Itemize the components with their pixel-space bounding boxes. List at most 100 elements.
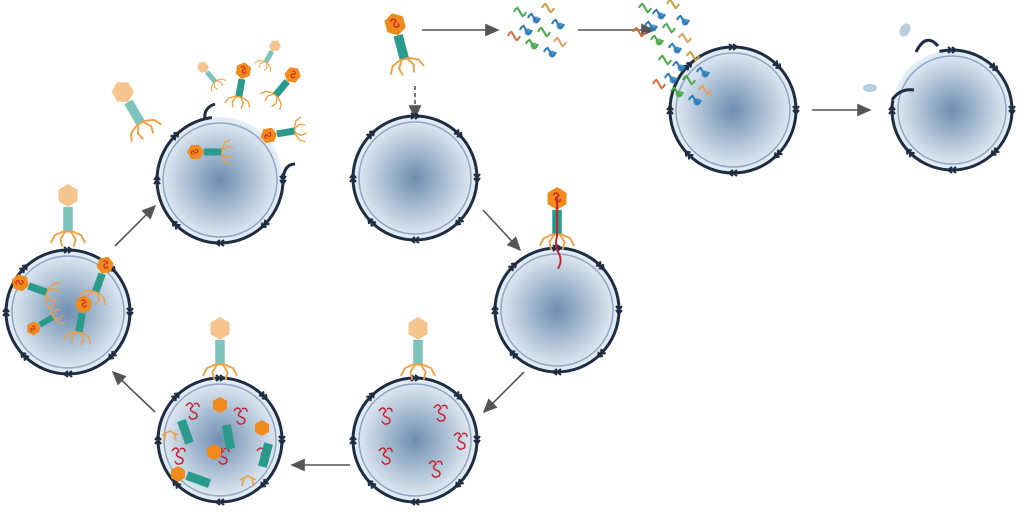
viral-dna-icon	[233, 407, 248, 425]
wall-receptor-icon	[683, 61, 693, 71]
wall-receptor-icon	[367, 479, 377, 489]
wall-receptor-icon	[453, 129, 463, 139]
phage-tail	[27, 282, 49, 297]
phage-ghost-burst	[111, 82, 162, 142]
ruptured-wall-fragment	[890, 88, 915, 101]
phage-head-icon	[255, 420, 269, 436]
phage-tail	[215, 339, 225, 365]
wall-receptor-icon	[215, 374, 226, 382]
arrow-icon	[111, 370, 156, 413]
enzyme-strand	[678, 32, 692, 44]
enzyme-domain	[532, 16, 540, 24]
progeny-phage	[63, 295, 92, 346]
phage-tail-fibers-icon	[239, 475, 257, 487]
wall-receptor-icon	[454, 216, 464, 226]
wall-receptor-icon	[615, 305, 623, 316]
enzyme-domain	[681, 18, 689, 26]
enzyme-domain	[655, 38, 663, 46]
wall-receptor-icon	[473, 173, 481, 184]
inner-membrane	[358, 121, 472, 235]
arrow-icon	[114, 204, 157, 247]
phage-tail-fibers	[254, 60, 272, 73]
wall-receptor-icon	[260, 219, 270, 229]
packaged-dna	[290, 70, 296, 79]
wall-receptor-icon	[107, 350, 117, 360]
wall-receptor-icon	[259, 478, 269, 488]
viral-dna-icon	[171, 447, 186, 465]
lysin-enzymes-attacking	[632, 0, 692, 54]
phage-head	[260, 127, 277, 144]
enzyme-domain	[693, 98, 701, 106]
phage-head-icon	[207, 444, 221, 460]
enzyme-strand	[541, 2, 555, 14]
packaged-dna	[80, 299, 87, 308]
phage-head	[11, 274, 29, 292]
enzyme-domain	[701, 70, 709, 78]
wall-receptor-icon	[62, 370, 73, 378]
cell-wall	[155, 116, 285, 245]
phage-head	[58, 184, 78, 207]
phage-head	[187, 145, 204, 159]
wall-receptor-icon	[551, 368, 562, 376]
wall-receptor-icon	[258, 391, 268, 401]
cytoplasm	[495, 248, 619, 372]
phage-tail-fibers	[210, 78, 227, 93]
phage-ghost-assembly	[202, 317, 238, 380]
phage-tail	[393, 34, 410, 61]
enzyme-domain	[669, 76, 677, 84]
cytoplasm	[670, 47, 796, 173]
viral-dna-icon	[453, 432, 468, 450]
enzyme-domain	[530, 42, 538, 50]
wall-receptor-icon	[171, 392, 181, 402]
wall-receptor-icon	[154, 434, 162, 445]
cytoplasm-leak-droplet	[863, 84, 877, 92]
cell-assembly	[154, 374, 286, 506]
phage-tail-fibers	[221, 138, 234, 166]
phage-tail-fibers	[224, 95, 251, 109]
phage-tail-fibers	[539, 233, 575, 250]
progeny-phage	[11, 274, 61, 309]
inner-membrane	[897, 55, 1007, 165]
phage-tail-fibers	[260, 90, 282, 111]
viral-dna-icon	[428, 460, 443, 478]
cytoplasm	[353, 116, 477, 240]
phage-tail	[63, 206, 73, 232]
phage-tail	[124, 99, 145, 126]
phage-tail-fibers	[202, 363, 238, 380]
inner-membrane	[358, 383, 472, 497]
enzyme-domain	[548, 50, 556, 58]
phage-tail	[204, 70, 218, 84]
wall-receptor-icon	[473, 435, 481, 446]
enzyme-domain	[673, 46, 681, 54]
phage-ghost-replication	[400, 317, 436, 380]
phage-tail	[263, 49, 275, 64]
wall-receptor-icon	[453, 391, 463, 401]
wall-receptor-icon	[409, 236, 420, 244]
enzyme-strand	[666, 0, 680, 10]
ruptured-wall-fragment	[203, 102, 216, 121]
phage-tail	[203, 148, 222, 156]
wall-receptor-icon	[1008, 105, 1016, 116]
wall-receptor-icon	[367, 217, 377, 227]
viral-dna-icon	[378, 407, 393, 425]
wall-receptor-icon	[772, 60, 782, 70]
inner-membrane	[675, 52, 791, 168]
enzyme-strand	[662, 22, 676, 34]
phage-tail	[235, 78, 246, 98]
released-phage	[260, 67, 301, 111]
ruptured-wall-fragment	[281, 162, 296, 179]
arrow-icon	[482, 209, 522, 252]
wall-receptor-icon	[279, 175, 287, 186]
cytoplasm	[158, 378, 282, 502]
cytoplasm	[892, 50, 1012, 170]
released-phage-distant	[197, 61, 227, 93]
phage-head	[197, 61, 209, 73]
phage-tail-icon	[258, 442, 273, 468]
viral-dna-icon	[185, 402, 200, 420]
phage-tail	[75, 312, 86, 334]
wall-receptor-icon	[366, 392, 376, 402]
enzyme-strand	[553, 36, 567, 48]
packaged-dna	[389, 18, 400, 28]
ruptured-wall-fragment	[914, 38, 940, 53]
